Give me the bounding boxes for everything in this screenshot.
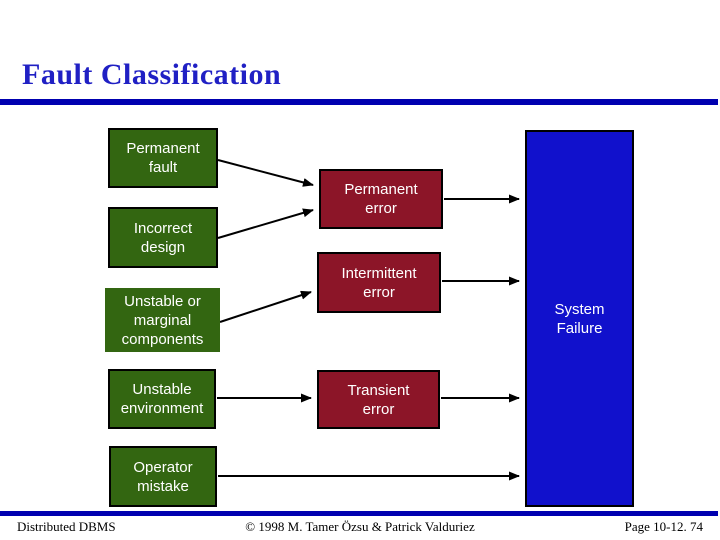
node-intermittent-error: Intermittent error <box>317 252 441 313</box>
node-unstable-environment-label: Unstable environment <box>120 381 204 417</box>
node-operator-mistake: Operator mistake <box>109 446 217 507</box>
node-system-failure: System Failure <box>525 130 634 507</box>
arrow-permanent-fault-to-permanent-error <box>217 159 314 187</box>
footer-page-number: Page 10-12. 74 <box>624 519 703 534</box>
title-rule <box>0 99 718 105</box>
arrow-unstable-components-to-intermittent-error <box>219 290 312 323</box>
node-permanent-error: Permanent error <box>319 169 443 229</box>
node-permanent-fault: Permanent fault <box>108 128 218 188</box>
node-incorrect-design: Incorrect design <box>108 207 218 268</box>
node-transient-error-label: Transient error <box>347 381 410 418</box>
node-unstable-components-label: Unstable or marginal components <box>121 292 204 348</box>
node-permanent-fault-label: Permanent fault <box>126 140 200 176</box>
node-system-failure-label: System Failure <box>554 300 605 337</box>
node-intermittent-error-label: Intermittent error <box>341 264 417 301</box>
node-unstable-environment: Unstable environment <box>108 369 216 429</box>
footer: Distributed DBMS © 1998 M. Tamer Özsu & … <box>0 517 720 537</box>
node-operator-mistake-label: Operator mistake <box>133 458 193 495</box>
footer-center-text: © 1998 M. Tamer Özsu & Patrick Valduriez <box>245 519 475 534</box>
slide-title: Fault Classification <box>22 58 282 91</box>
node-permanent-error-label: Permanent error <box>344 181 418 217</box>
node-transient-error: Transient error <box>317 370 440 429</box>
footer-rule <box>0 511 718 516</box>
node-incorrect-design-label: Incorrect design <box>133 219 193 256</box>
footer-left-text: Distributed DBMS <box>17 519 116 534</box>
arrow-incorrect-design-to-permanent-error <box>217 208 314 239</box>
node-unstable-components: Unstable or marginal components <box>105 288 220 352</box>
